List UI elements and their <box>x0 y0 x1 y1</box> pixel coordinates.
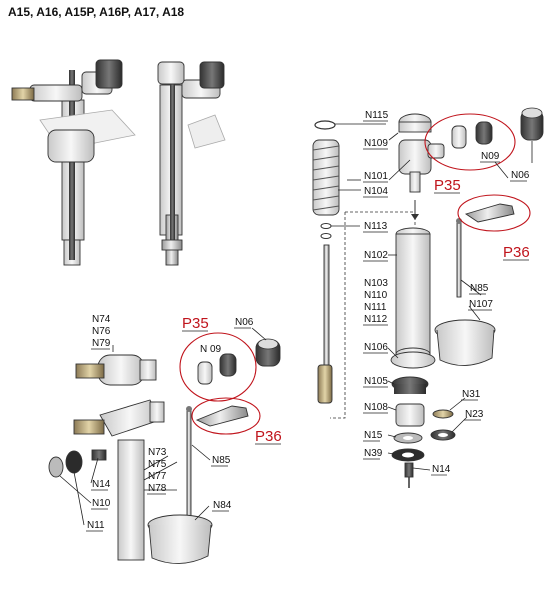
label-n09-right: N09 <box>481 151 500 162</box>
nut-cap-icon <box>520 107 544 141</box>
leader-lines <box>59 123 533 526</box>
valve-body-icon <box>75 354 157 386</box>
page-title: A15, A16, A15P, A16P, A17, A18 <box>8 5 184 19</box>
o-ring-icon <box>314 120 336 130</box>
adjust-rod-icon <box>456 218 462 298</box>
valve-cap-icon <box>398 113 432 133</box>
black-washer-icon <box>65 450 83 474</box>
float-cup-icon <box>147 514 213 564</box>
label-n11: N11 <box>87 520 105 531</box>
kit-p36-label: P36 <box>503 244 530 261</box>
label-n14-right: N14 <box>432 464 451 475</box>
kit-p35-outline <box>424 113 516 171</box>
screw-icon <box>91 449 107 461</box>
nut-cap-icon <box>255 338 281 367</box>
assembly-guide <box>330 212 346 419</box>
collar-icon <box>390 351 436 369</box>
assembled-valve-photo-side <box>11 59 136 266</box>
adjust-rod-icon <box>186 406 192 521</box>
label-n73: N73 <box>148 447 167 458</box>
label-n103: N103 <box>364 278 388 289</box>
label-n39: N39 <box>364 448 383 459</box>
label-n09-left: N 09 <box>200 344 222 355</box>
label-n31: N31 <box>462 389 481 400</box>
label-n109: N109 <box>364 138 388 149</box>
kit-p35-label: P35 <box>182 315 209 332</box>
lever-icon <box>464 203 515 223</box>
label-n104: N104 <box>364 186 388 197</box>
screw-icon <box>404 462 414 488</box>
label-n85-right: N85 <box>470 283 489 294</box>
diaphragm-kit-icon <box>451 121 493 149</box>
label-n78: N78 <box>148 483 167 494</box>
label-n15: N15 <box>364 430 383 441</box>
label-n102: N102 <box>364 250 388 261</box>
label-n107: N107 <box>469 299 493 310</box>
label-n111: N111 <box>364 302 387 313</box>
label-n115: N115 <box>365 110 389 121</box>
label-n113: N113 <box>364 221 388 232</box>
label-n108: N108 <box>364 402 388 413</box>
valve-stem-icon <box>73 399 165 561</box>
valve-tube-icon <box>395 227 431 361</box>
kit-p35-label: P35 <box>434 177 461 194</box>
label-n06-right: N06 <box>511 170 530 181</box>
assembled-valve-photo-front <box>157 61 226 266</box>
label-n79: N79 <box>92 338 111 349</box>
washer-icon <box>48 456 64 478</box>
label-n06-left: N06 <box>235 317 254 328</box>
label-n85-left: N85 <box>212 455 231 466</box>
small-ring-icon <box>320 223 332 229</box>
kit-p36-label: P36 <box>255 428 282 445</box>
filter-spring-icon <box>312 139 340 216</box>
label-n77: N77 <box>148 471 167 482</box>
label-n101: N101 <box>364 171 388 182</box>
label-n23: N23 <box>465 409 484 420</box>
label-n112: N112 <box>364 314 388 325</box>
small-ring-icon <box>320 233 332 239</box>
kit-p36-outline <box>191 397 261 435</box>
brass-ring-icon <box>432 409 454 419</box>
arrow-head-icon <box>411 214 419 220</box>
label-n14-left: N14 <box>92 479 111 490</box>
lever-icon <box>195 405 249 427</box>
float-cup-icon <box>434 319 496 366</box>
label-underlines <box>86 120 529 532</box>
label-n84: N84 <box>213 500 232 511</box>
label-n105: N105 <box>364 376 388 387</box>
nut-icon <box>391 376 429 394</box>
label-n74: N74 <box>92 314 111 325</box>
kit-p35-outline <box>179 332 257 402</box>
fitting-icon <box>395 403 425 427</box>
valve-head-icon <box>398 139 445 193</box>
label-n10: N10 <box>92 498 111 509</box>
diaphragm-kit-icon <box>197 353 237 385</box>
label-n110: N110 <box>364 290 388 301</box>
kit-p36-outline <box>457 194 531 232</box>
label-n106-right: N106 <box>364 342 388 353</box>
label-n76: N76 <box>92 326 111 337</box>
float-rod-icon <box>317 244 333 404</box>
label-n75: N75 <box>148 459 167 470</box>
